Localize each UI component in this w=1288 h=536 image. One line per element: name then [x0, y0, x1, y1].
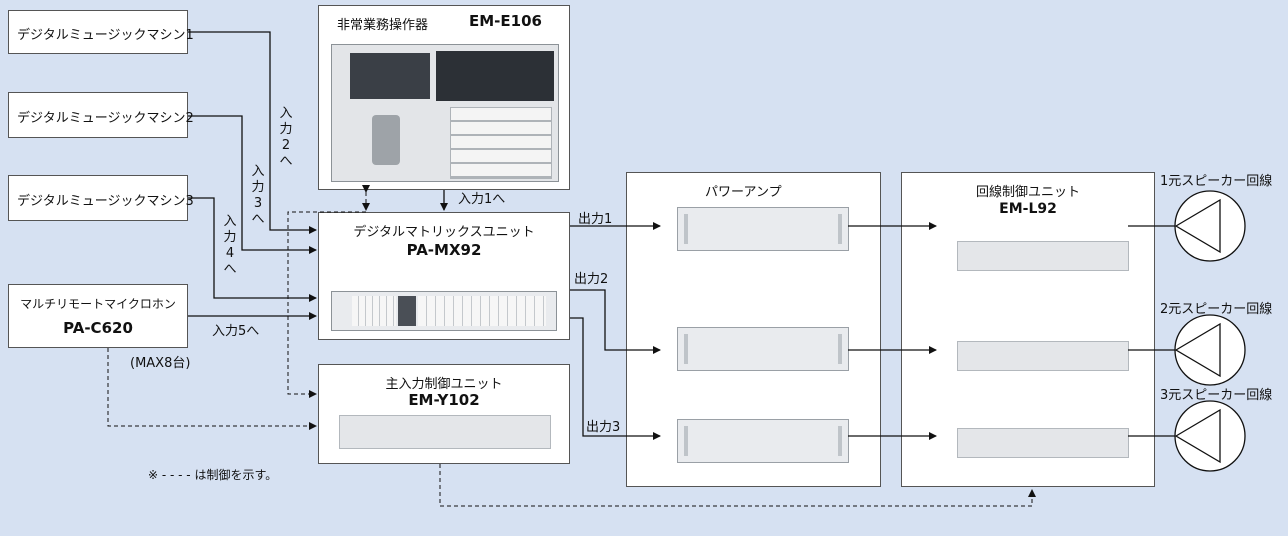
- music-machine-3-box: デジタルミュージックマシン3: [8, 175, 194, 221]
- control-main-to-line: [439, 464, 1036, 507]
- input-1-label: 入力1へ: [458, 192, 506, 207]
- microphone-icon: [372, 115, 400, 165]
- line-control-box: 回線制御ユニット EM-L92: [901, 172, 1155, 487]
- wire-input-3: [188, 115, 317, 254]
- speaker-line-1-label: 1元スピーカー回線: [1160, 174, 1273, 189]
- output-2-label: 出力2: [574, 272, 609, 287]
- speaker-line-3-label: 3元スピーカー回線: [1160, 388, 1273, 403]
- line-control-unit-3: [957, 428, 1129, 458]
- emergency-operator-model: EM-E106: [469, 12, 542, 30]
- speaker-icons: [1174, 190, 1246, 472]
- output-1-label: 出力1: [578, 212, 613, 227]
- power-amp-unit-1: [677, 207, 849, 251]
- matrix-unit-name: デジタルマトリックスユニット: [353, 225, 535, 240]
- power-amp-unit-3: [677, 419, 849, 463]
- line-control-name: 回線制御ユニット: [975, 185, 1080, 200]
- remote-mic-box: マルチリモートマイクロホン PA-C620: [8, 284, 188, 348]
- main-input-model: EM-Y102: [408, 391, 480, 409]
- emergency-operator-device: [331, 44, 559, 182]
- line-control-unit-2: [957, 341, 1129, 371]
- matrix-panel-dark: [398, 296, 416, 326]
- music-machine-2-label: デジタルミュージックマシン2: [17, 111, 194, 126]
- wire-input-2: [188, 31, 317, 234]
- input-5-label: 入力5へ: [212, 324, 260, 339]
- music-machine-2-box: デジタルミュージックマシン2: [8, 92, 194, 138]
- power-amp-name: パワーアンプ: [705, 185, 782, 200]
- music-machine-3-label: デジタルミュージックマシン3: [17, 194, 194, 209]
- switch-bank: [450, 107, 552, 179]
- matrix-unit-device: [331, 291, 557, 331]
- main-input-box: 主入力制御ユニット EM-Y102: [318, 364, 570, 464]
- remote-mic-label: マルチリモートマイクロホン: [20, 297, 176, 311]
- operator-screen: [350, 53, 430, 99]
- emergency-operator-box: 非常業務操作器 EM-E106: [318, 5, 570, 190]
- matrix-panel-left: [352, 296, 396, 326]
- main-input-name: 主入力制御ユニット: [385, 377, 503, 392]
- matrix-unit-model: PA-MX92: [406, 241, 482, 259]
- main-input-device: [339, 415, 551, 449]
- line-control-unit-1: [957, 241, 1129, 271]
- control-mic-main-input: [107, 348, 317, 430]
- remote-mic-model: PA-C620: [63, 319, 133, 337]
- matrix-panel-right: [418, 296, 546, 326]
- control-legend-note: ※ - - - - は制御を示す。: [148, 468, 278, 482]
- music-machine-1-box: デジタルミュージックマシン1: [8, 10, 194, 54]
- wire-output-2: [570, 289, 661, 354]
- emergency-operator-name: 非常業務操作器: [337, 18, 429, 33]
- wire-input-4: [188, 197, 317, 302]
- operator-panel: [436, 51, 554, 101]
- control-to-main-input: [287, 211, 366, 398]
- output-3-label: 出力3: [586, 420, 621, 435]
- matrix-unit-box: デジタルマトリックスユニット PA-MX92: [318, 212, 570, 340]
- speaker-line-2-label: 2元スピーカー回線: [1160, 302, 1273, 317]
- mic-max-note: (MAX8台): [130, 356, 191, 371]
- music-machine-1-label: デジタルミュージックマシン1: [17, 28, 194, 43]
- power-amp-unit-2: [677, 327, 849, 371]
- line-control-model: EM-L92: [999, 201, 1057, 217]
- wire-output-3: [570, 317, 661, 440]
- power-amp-box: パワーアンプ: [626, 172, 881, 487]
